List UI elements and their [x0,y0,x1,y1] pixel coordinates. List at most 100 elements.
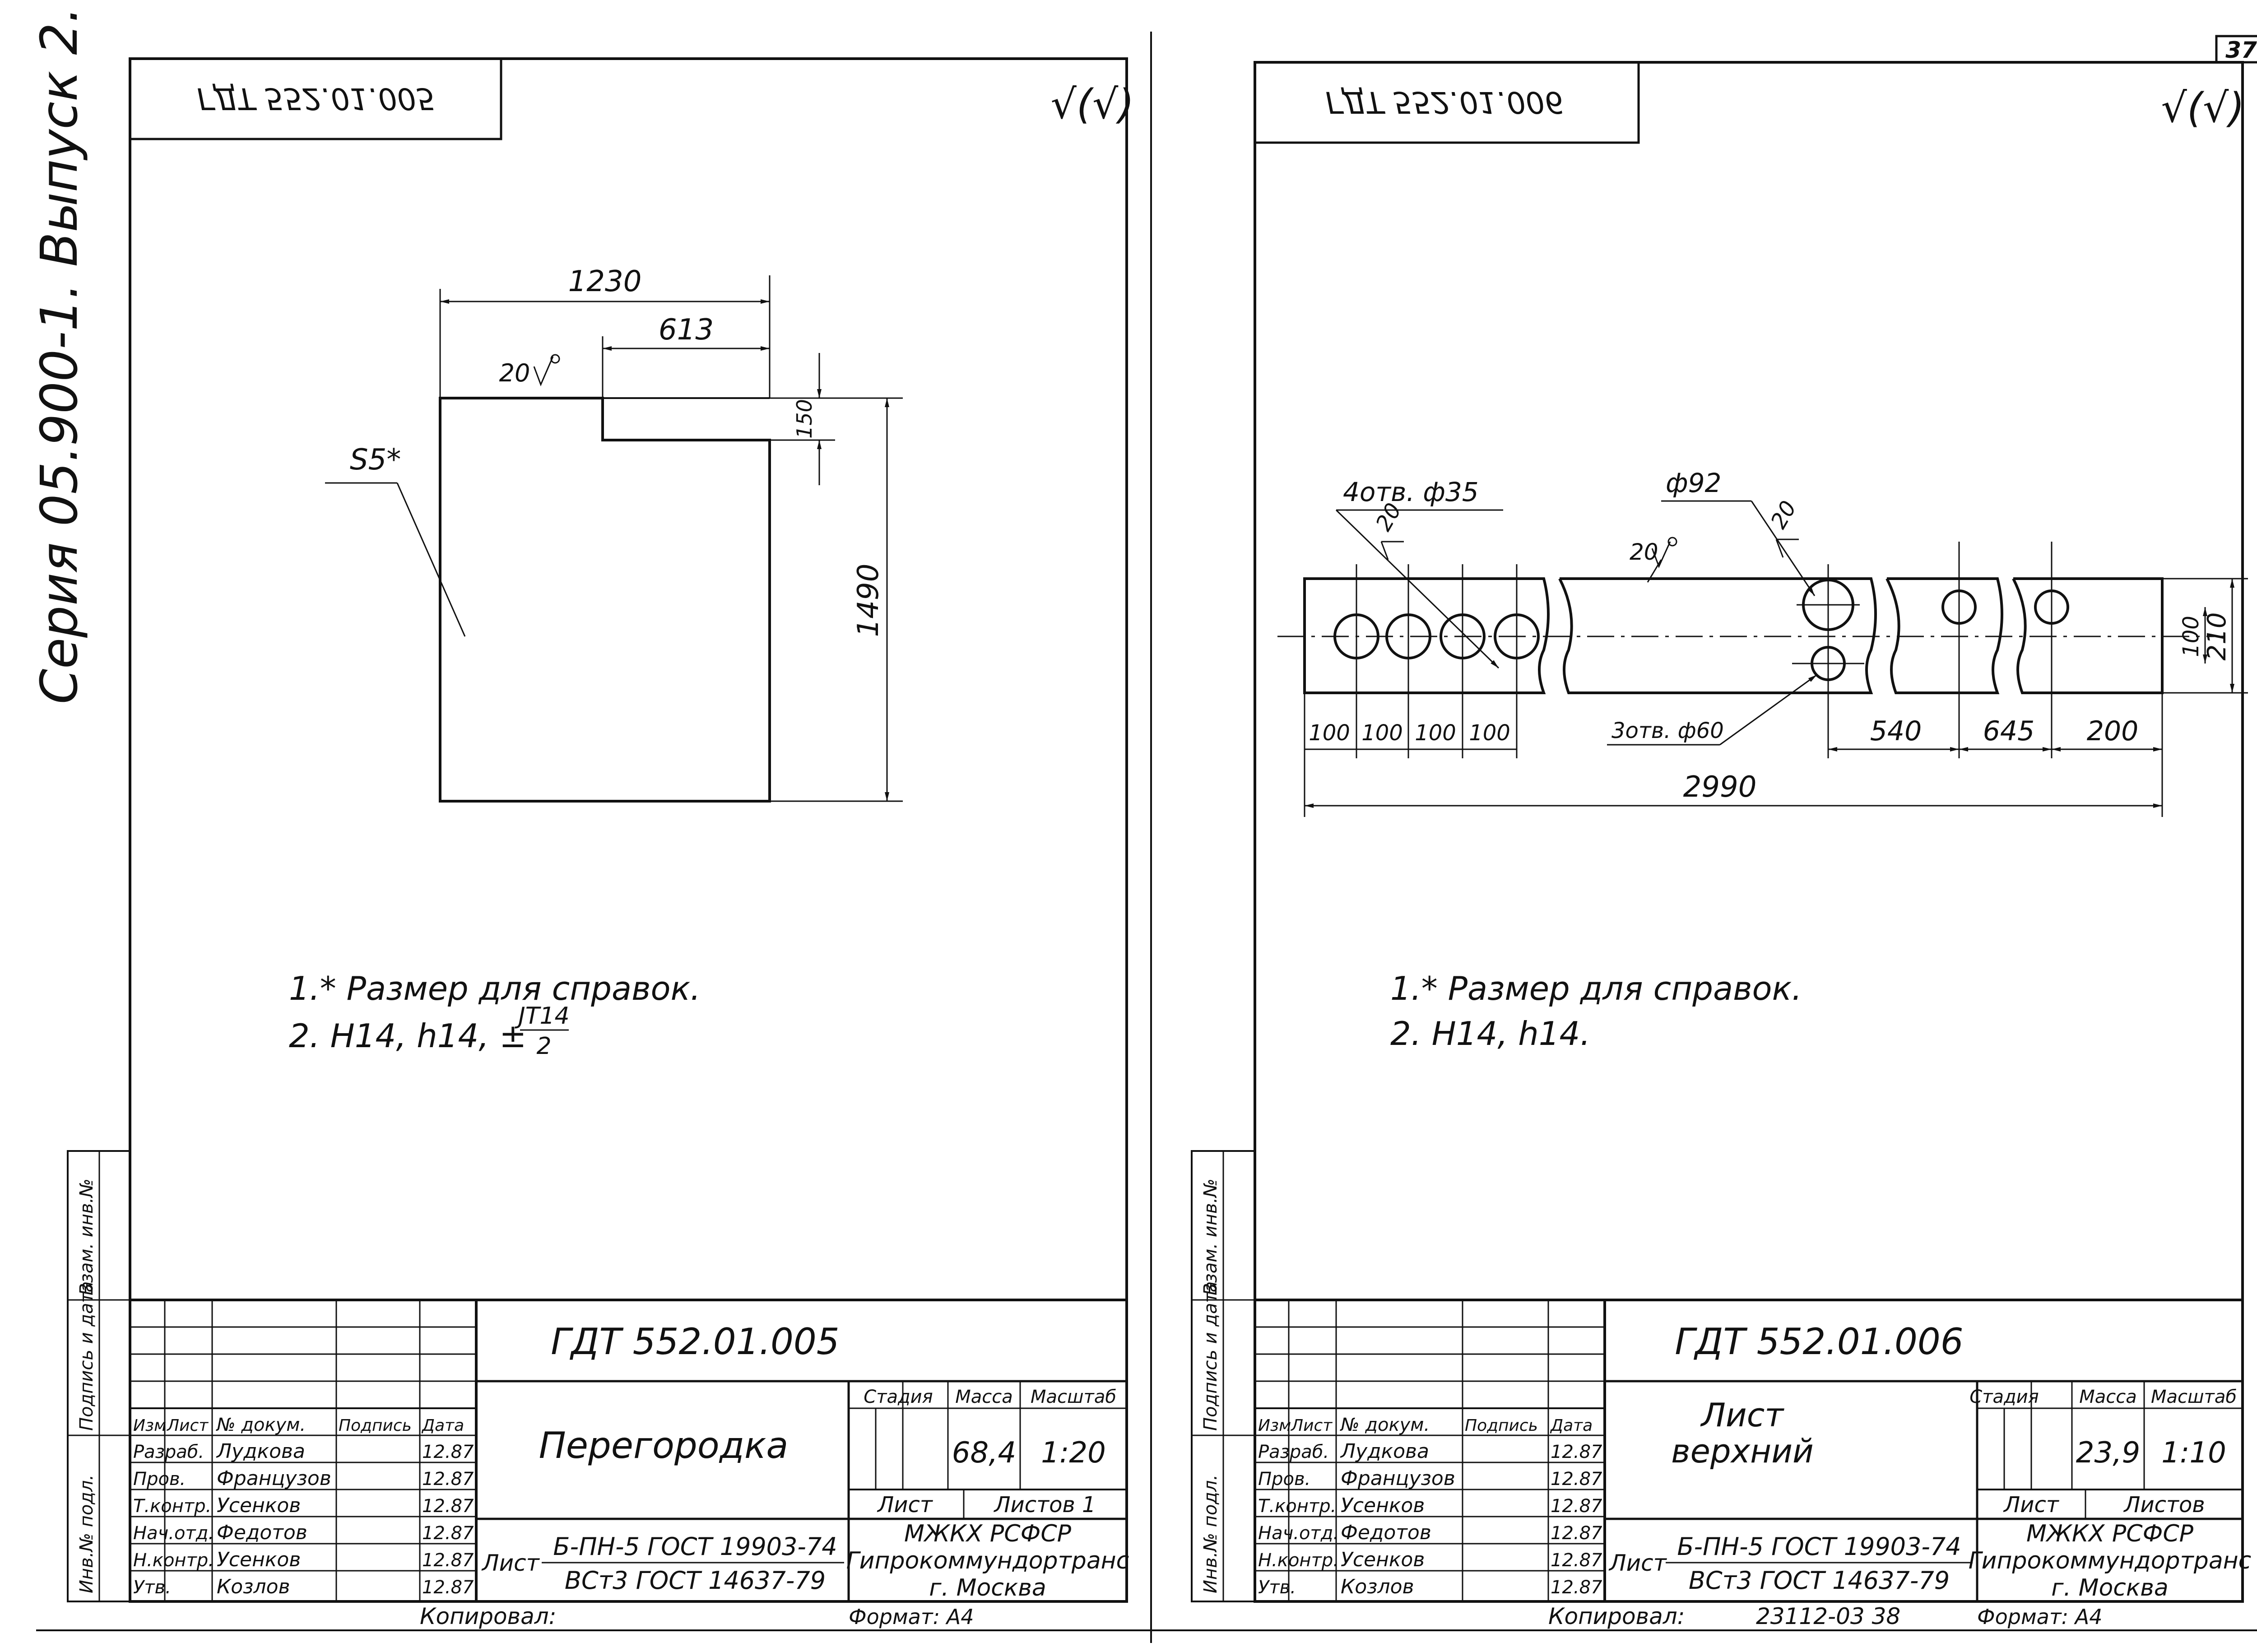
roughness-circle [550,354,560,364]
right-person-4: Федотов [1341,1521,1431,1544]
dim-2990: 2990 [1683,770,1757,804]
rough-sym-a [1380,541,1404,560]
right-title-block [1255,1299,2243,1601]
left-org-2: Гипрокоммундортранс [846,1547,1129,1574]
right-role-6: Утв. [1258,1577,1296,1598]
label-3holes: 3отв. ф60 [1611,718,1724,743]
right-hdr-doc: № докум. [1340,1415,1430,1435]
right-role-1: Разраб. [1258,1442,1329,1462]
right-sheet: ГДТ 552.01.006 √(√) [1191,61,2252,1629]
right-format: Формат: А4 [1977,1605,2102,1629]
right-note-2: 2. H14, h14. [1390,1015,1590,1053]
left-part-name: Перегородка [539,1425,789,1466]
dim-540: 540 [1870,715,1922,747]
left-role-6: Утв. [133,1577,171,1598]
leader-3holes [1719,674,1817,746]
left-date-1: 12.87 [422,1442,474,1462]
left-roughness-20: 20 [499,359,530,387]
right-stage-label: Стадия [1969,1387,2039,1407]
right-org-2: Гипрокоммундортранс [1969,1547,2252,1574]
left-scale-value: 1:20 [1041,1436,1106,1470]
left-role-4: Нач.отд. [133,1523,214,1544]
right-person-6: Козлов [1341,1575,1414,1598]
left-material-1: Б-ПН-5 ГОСТ 19903-74 [553,1532,837,1561]
partition-outline [439,397,771,803]
left-roughness-symbol [533,356,554,386]
dim-1490: 1490 [852,564,885,637]
left-mirrored-stamp-box [129,57,502,140]
dim-1230: 1230 [568,265,642,298]
left-org-3: г. Москва [929,1574,1046,1601]
s5-leader [396,483,466,637]
dim-200: 200 [2087,715,2139,747]
left-date-2: 12.87 [422,1469,474,1490]
left-note-2: 2. H14, h14, ± [289,1017,526,1055]
right-material-label: Лист [1608,1550,1667,1576]
right-date-5: 12.87 [1551,1550,1602,1571]
rough-sym-b [1775,538,1799,558]
right-person-5: Усенков [1341,1548,1425,1571]
left-person-3: Усенков [217,1494,301,1517]
dim-100-v: 100 [2178,616,2204,657]
left-role-1: Разраб. [133,1442,204,1462]
right-person-3: Усенков [1341,1494,1425,1517]
left-person-5: Усенков [217,1548,301,1571]
left-hdr-date: Дата [421,1416,464,1435]
right-hdr-sign: Подпись [1465,1416,1538,1435]
right-mass-label: Масса [2079,1387,2137,1407]
left-note-1: 1.* Размер для справок. [289,970,701,1007]
right-person-2: Французов [1341,1467,1455,1490]
left-hdr-sign: Подпись [339,1416,412,1435]
right-mirrored-stamp-box [1254,61,1640,144]
left-person-4: Федотов [217,1521,307,1544]
right-sheet-label: Лист [2003,1492,2060,1517]
left-date-3: 12.87 [422,1496,474,1517]
left-person-2: Французов [217,1467,331,1490]
rough-sym-c [1651,541,1671,568]
left-material-2: ВСт3 ГОСТ 14637-79 [565,1566,826,1595]
left-sheets-label: Листов 1 [993,1492,1096,1517]
right-side-label-2: Подпись и дата [1200,1281,1221,1431]
left-sheet-label: Лист [877,1492,933,1517]
right-material-2: ВСт3 ГОСТ 14637-79 [1689,1566,1950,1595]
page-number: 37 [2225,37,2257,63]
leader-4holes [1335,509,1500,669]
right-role-5: Н.контр. [1258,1550,1339,1571]
right-date-6: 12.87 [1551,1577,1602,1598]
plate-strip [1303,577,2164,694]
left-mirrored-stamp: ГДТ 552.01.005 [197,81,435,116]
dim-645: 645 [1983,715,2035,747]
pitch-1: 100 [1309,720,1350,746]
label-4holes: 4отв. ф35 [1343,477,1479,507]
right-date-1: 12.87 [1551,1442,1602,1462]
left-role-3: Т.контр. [133,1496,211,1517]
left-note-frac-num: JT14 [514,1002,569,1030]
right-scale-label: Масштаб [2151,1387,2237,1407]
left-side-label-3: Взам. инв.№ [76,1179,97,1295]
right-part-name-2: верхний [1671,1432,1814,1470]
left-copied: Копировал: [420,1603,557,1629]
left-material-label: Лист [481,1550,540,1576]
label-r20-b: 20 [1766,497,1802,533]
right-hdr-date: Дата [1550,1416,1593,1435]
dim-210-v: 210 [2202,613,2232,661]
right-doc-code: ГДТ 552.01.006 [1675,1321,1963,1363]
right-copied: Копировал: [1548,1603,1685,1629]
right-date-4: 12.87 [1551,1523,1602,1544]
series-title: Серия 05.900-1. Выпуск 2. [30,7,89,704]
left-scale-label: Масштаб [1031,1387,1116,1407]
left-doc-code: ГДТ 552.01.005 [551,1321,839,1363]
right-frame [1254,61,2244,1603]
leader-92 [1751,501,1816,596]
left-roughness-mark: √(√) [1051,81,1134,128]
right-material-1: Б-ПН-5 ГОСТ 19903-74 [1677,1532,1961,1561]
pitch-3: 100 [1415,720,1456,746]
left-side-label-2: Подпись и дата [76,1281,97,1431]
left-note-frac-den: 2 [536,1033,551,1060]
label-92: ф92 [1666,468,1721,498]
right-mass-value: 23,9 [2076,1436,2141,1470]
rough-sym-c-leader [1647,559,1662,583]
left-frame [129,57,1128,1603]
right-org-3: г. Москва [2051,1574,2169,1601]
